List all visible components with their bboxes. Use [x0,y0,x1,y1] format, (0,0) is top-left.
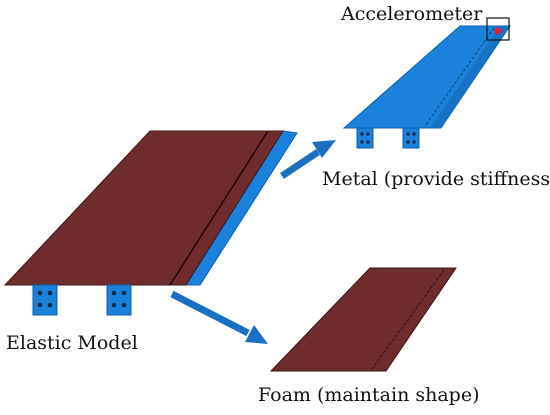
accelerometer-box [486,17,510,41]
elastic-model [3,130,298,316]
arrow-icon [280,140,336,179]
elastic-model-label: Elastic Model [6,332,138,354]
elastic-model-mount-tab [106,284,132,316]
foam-spar-line [371,269,445,370]
metal-plate-side [430,26,510,128]
elastic-model-spar-line [169,130,269,286]
accelerometer-label: Accelerometer [341,3,483,25]
foam-part [269,267,457,372]
foam-label: Foam (maintain shape) [258,384,480,406]
metal-mount-tab [402,127,420,149]
metal-mount-tab [356,127,374,149]
accelerometer-dot-icon [494,27,502,35]
elastic-model-mount-tab [32,284,58,316]
metal-label: Metal (provide stiffness) [322,168,550,190]
metal-part [342,17,511,149]
arrow-icon [170,290,268,344]
foam-plate [269,267,457,372]
